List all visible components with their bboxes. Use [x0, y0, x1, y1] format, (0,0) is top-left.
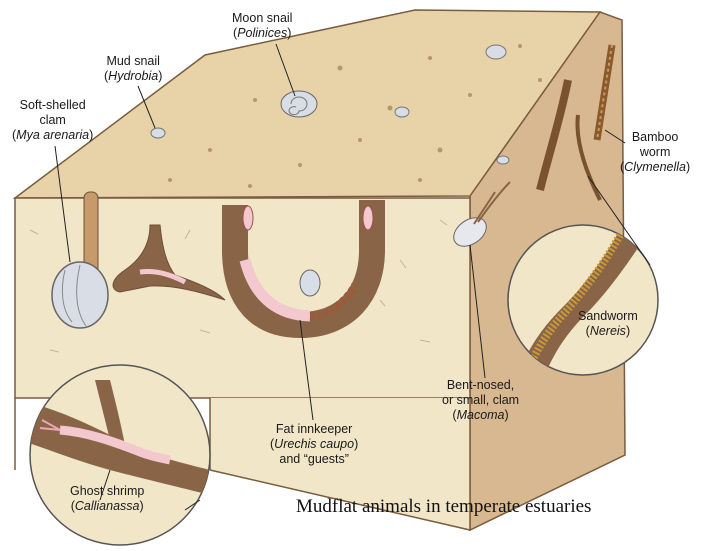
bent-clam-sci: Macoma	[456, 408, 505, 422]
bamboo-worm-close: )	[686, 160, 691, 174]
mud-snail-sci: Hydrobia	[108, 69, 159, 83]
moon-snail-open: (	[233, 26, 238, 40]
bent-clam-line1: Bent-nosed,	[446, 378, 515, 392]
ghost-shrimp-burrow	[112, 224, 226, 301]
sandworm-common: Sandworm	[578, 309, 638, 323]
soft-clam-close: )	[89, 128, 94, 142]
bent-clam-line2: or small, clam	[442, 393, 520, 407]
mud-snail-open: (	[104, 69, 109, 83]
bamboo-worm-open: (	[620, 160, 625, 174]
soft-clam-shell	[51, 261, 109, 329]
moon-snail-shell	[280, 90, 318, 118]
innkeeper-sci: Urechis caupo	[274, 437, 355, 451]
innkeeper-line3: and “guests”	[279, 452, 349, 466]
sandworm-burrow	[536, 79, 572, 191]
label-leader-lines	[54, 43, 651, 511]
sandworm-sci-line: (Nereis)	[578, 324, 638, 339]
sandworm-magnified	[507, 224, 659, 376]
label-sandworm: Sandworm (Nereis)	[578, 309, 638, 339]
figure-caption: Mudflat animals in temperate estuaries	[296, 496, 592, 517]
ghost-shrimp-open: (	[70, 499, 75, 513]
soft-clam-line2: clam	[39, 113, 66, 127]
soft-clam-sci-line: (Mya arenaria)	[12, 128, 93, 143]
innkeeper-open: (	[270, 437, 275, 451]
moon-snail-sci: Polinices	[237, 26, 288, 40]
mud-snail-common: Mud snail	[106, 54, 160, 68]
moon-snail-common: Moon snail	[232, 11, 293, 25]
label-moon-snail: Moon snail (Polinices)	[232, 11, 292, 41]
innkeeper-sci-line: (Urechis caupo)	[270, 437, 358, 452]
sandworm-sci: Nereis	[589, 324, 626, 338]
ghost-shrimp-sci: Callianassa	[74, 499, 140, 513]
bamboo-worm-sci: Clymenella	[624, 160, 687, 174]
soft-clam-line1: Soft-shelled	[19, 98, 86, 112]
moon-snail-small-shell	[485, 44, 507, 60]
bamboo-worm-line1: Bamboo	[631, 130, 679, 144]
bent-clam-close: )	[504, 408, 509, 422]
sandworm-close: )	[625, 324, 631, 338]
bent-clam-sci-line: (Macoma)	[442, 408, 519, 423]
ghost-shrimp-close: )	[139, 499, 144, 513]
bent-clam-open: (	[452, 408, 457, 422]
moon-snail-sci-line: (Polinices)	[232, 26, 292, 41]
label-fat-innkeeper: Fat innkeeper (Urechis caupo) and “guest…	[270, 422, 358, 467]
sediment-texture	[29, 219, 448, 353]
mud-snail-sci-line: (Hydrobia)	[104, 69, 162, 84]
mud-snail-shell	[150, 127, 166, 139]
innkeeper-close: )	[354, 437, 359, 451]
bamboo-worm-line2: worm	[639, 145, 671, 159]
moon-snail-close: )	[287, 26, 292, 40]
label-bent-nosed-clam: Bent-nosed, or small, clam (Macoma)	[442, 378, 519, 423]
label-bamboo-worm: Bamboo worm (Clymenella)	[620, 130, 690, 175]
soft-clam-open: (	[12, 128, 17, 142]
bent-nosed-clam-shell	[453, 217, 487, 247]
soft-clam-sci: Mya arenaria	[16, 128, 90, 142]
label-ghost-shrimp: Ghost shrimp (Callianassa)	[70, 484, 144, 514]
innkeeper-line1: Fat innkeeper	[275, 422, 353, 436]
bamboo-worm-sci-line: (Clymenella)	[620, 160, 690, 175]
mud-snail-close: )	[158, 69, 163, 83]
label-soft-shelled-clam: Soft-shelled clam (Mya arenaria)	[12, 98, 93, 143]
ghost-shrimp-common: Ghost shrimp	[70, 484, 145, 498]
innkeeper-u-burrow	[222, 200, 385, 339]
ghost-shrimp-sci-line: (Callianassa)	[70, 499, 144, 514]
sandworm-open: (	[585, 324, 590, 338]
ghost-shrimp-magnified	[29, 364, 211, 546]
label-mud-snail: Mud snail (Hydrobia)	[104, 54, 162, 84]
surface-holes	[168, 44, 542, 188]
